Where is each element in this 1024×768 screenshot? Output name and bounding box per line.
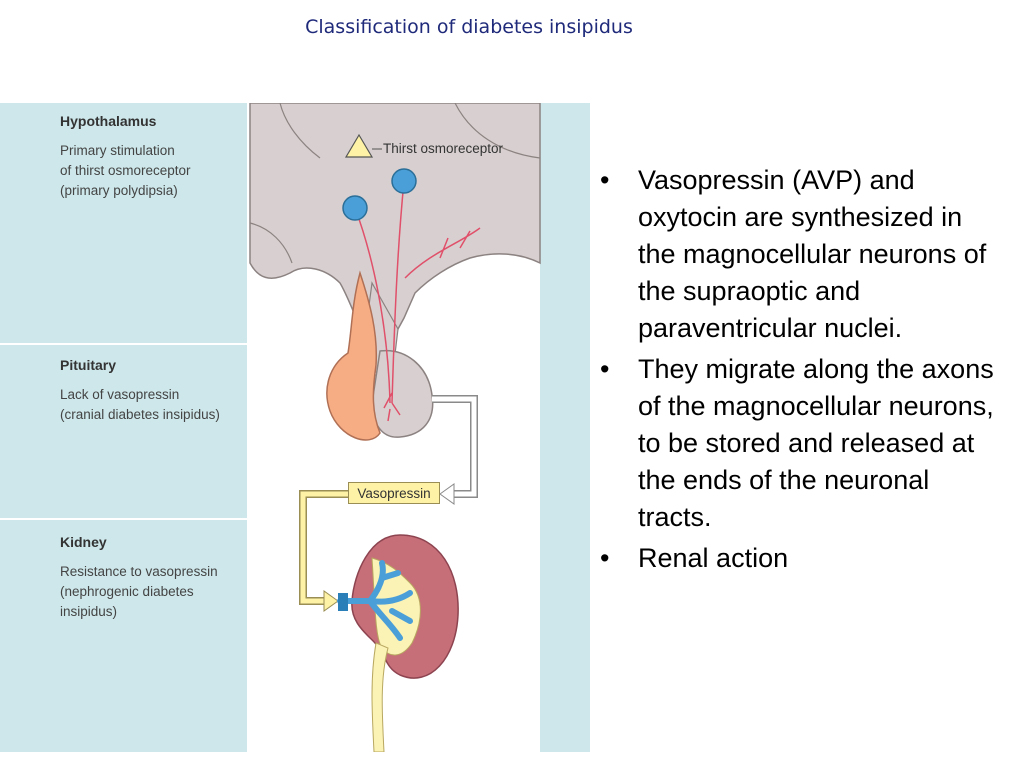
anatomy-diagram: [0, 102, 590, 753]
thirst-osmoreceptor-label: Thirst osmoreceptor: [383, 141, 504, 156]
row-desc-hypothalamus: Primary stimulation of thirst osmorecept…: [60, 143, 191, 198]
brain-fold-1: [279, 102, 321, 159]
supraoptic-nucleus-cell: [342, 195, 368, 221]
row-desc-pituitary: Lack of vasopressin (cranial diabetes in…: [60, 387, 220, 422]
row-title-hypothalamus: Hypothalamus: [60, 113, 157, 129]
vasopressin-label: Vasopressin: [348, 482, 440, 504]
bullet-symbol: •: [600, 354, 610, 384]
vasopressin-to-kidney-arrow: [299, 490, 348, 612]
thirst-osmoreceptor-icon: [344, 133, 374, 158]
bullet-symbol: •: [600, 543, 610, 573]
bullet-text: They migrate along the axons of the magn…: [638, 354, 994, 532]
bullet-symbol: •: [600, 165, 610, 195]
bullet-item: • Renal action: [600, 540, 1004, 577]
neuronal-tracts: [354, 180, 481, 422]
renal-pelvis: [371, 557, 421, 656]
bullet-text: Renal action: [638, 543, 789, 573]
paraventricular-nucleus-cell: [391, 168, 417, 194]
row-desc-kidney: Resistance to vasopressin (nephrogenic d…: [60, 564, 218, 619]
renal-vessel-stub: [338, 593, 348, 611]
bullet-list: • Vasopressin (AVP) and oxytocin are synt…: [600, 162, 1004, 581]
pituitary-to-vasopressin-arrow: [432, 395, 478, 505]
row-title-kidney: Kidney: [60, 534, 107, 550]
brain-fold-2: [454, 102, 541, 159]
brain-fold-3: [249, 222, 293, 264]
bullet-item: • Vasopressin (AVP) and oxytocin are synt…: [600, 162, 1004, 347]
diabetes-insipidus-figure: Hypothalamus Primary stimulation of thir…: [0, 102, 590, 753]
row-title-pituitary: Pituitary: [60, 357, 117, 373]
bullet-item: • They migrate along the axons of the mag…: [600, 351, 1004, 536]
slide-title: Classification of diabetes insipidus: [305, 16, 633, 38]
anterior-pituitary: [326, 270, 381, 441]
bullet-text: Vasopressin (AVP) and oxytocin are synth…: [638, 165, 987, 343]
